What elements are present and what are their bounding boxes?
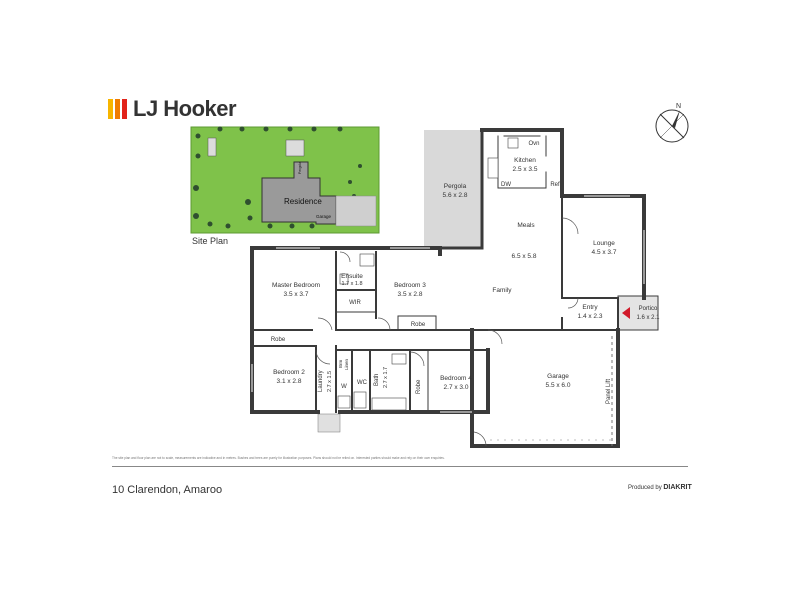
bath-basin-icon (391, 353, 407, 365)
master-bedroom-name: Master Bedroom (272, 282, 320, 289)
compass-icon: N (655, 103, 689, 143)
property-address: 10 Clarendon, Amaroo (112, 484, 223, 496)
lj-hooker-logo: LJ Hooker (108, 96, 237, 122)
footer-divider (112, 466, 688, 467)
meals-name: Meals (517, 222, 535, 229)
portico-dims: 1.6 x 2.1 (636, 315, 660, 321)
sink-icon (487, 157, 499, 179)
panel-lift-label: Panel Lift (606, 379, 612, 404)
bath-dims: 2.7 x 1.7 (383, 367, 389, 388)
ensuite-dims: 1.7 x 1.8 (341, 281, 362, 287)
producer-name: DIAKRIT (663, 484, 692, 491)
shower-icon (359, 253, 375, 267)
bedroom3-dims: 3.5 x 2.8 (398, 291, 423, 298)
pergola-dims: 5.6 x 2.8 (443, 192, 468, 199)
oven-label: Ovn (528, 141, 539, 147)
toilet-icon (353, 391, 367, 409)
entry-dims: 1.4 x 2.3 (578, 313, 603, 320)
linen-label: Linen (344, 358, 349, 370)
produced-by-text: Produced by (628, 485, 662, 491)
site-trees (193, 126, 362, 229)
bedroom2-dims: 3.1 x 2.8 (277, 378, 302, 385)
compass-north-label: N (676, 103, 681, 110)
dishwasher-label: DW (501, 182, 511, 188)
site-plan-caption: Site Plan (192, 236, 229, 246)
logo-mark (108, 99, 127, 119)
site-residence (261, 161, 337, 225)
bedroom4-robe-label: Robe (416, 379, 422, 394)
garage-dims: 5.5 x 6.0 (546, 382, 571, 389)
fridge-label: Ref (550, 182, 560, 188)
entry-name: Entry (582, 304, 598, 311)
lounge-name: Lounge (593, 240, 615, 247)
walls (250, 128, 646, 448)
entry-arrow-icon (622, 307, 630, 319)
pergola-name: Pergola (444, 183, 467, 190)
ensuite-name: Ensuite (341, 273, 363, 280)
kitchen-dims: 2.5 x 3.5 (513, 166, 538, 173)
family-name: Family (492, 287, 512, 294)
bedroom4-dims: 2.7 x 3.0 (444, 384, 469, 391)
bedroom2-name: Bedroom 2 (273, 369, 305, 376)
bedroom3-name: Bedroom 3 (394, 282, 426, 289)
site-pergola-label: Pergola (298, 162, 302, 174)
site-residence-label: Residence (284, 197, 322, 206)
master-bedroom-dims: 3.5 x 3.7 (284, 291, 309, 298)
cooktop-icon (507, 137, 519, 149)
disclaimer: The site plan and floor plan are not to … (112, 456, 445, 460)
broom-label: Brm (338, 360, 343, 369)
pergola-area (424, 130, 482, 248)
fixtures (337, 137, 519, 411)
produced-by: Produced by DIAKRIT (628, 484, 692, 491)
fixture-labels: Ovn DW Ref WIR Robe Robe WC W (271, 141, 560, 390)
logo-text: LJ Hooker (133, 96, 237, 121)
site-plan: Residence Garage Pergola (190, 126, 380, 234)
windows (251, 195, 645, 413)
garage-name: Garage (547, 373, 569, 380)
room-labels: Pergola 5.6 x 2.8 Kitchen 2.5 x 3.5 Meal… (272, 157, 660, 391)
laundry-dims: 2.7 x 1.5 (327, 371, 333, 392)
bedroom3-robe-label: Robe (411, 322, 426, 328)
laundry-step (317, 413, 341, 433)
portico-name: Portico (639, 306, 658, 312)
door-swings (315, 217, 579, 447)
bathtub-icon (371, 397, 407, 411)
bedroom4-name: Bedroom 4 (440, 375, 472, 382)
bedroom2-robe-label: Robe (271, 337, 286, 343)
family-dims: 6.5 x 5.8 (512, 253, 537, 260)
washer-label: W (341, 384, 347, 390)
bath-name: Bath (374, 374, 380, 386)
ensuite-basin-icon (339, 273, 349, 285)
laundry-tub-icon (337, 395, 351, 409)
wir-label: WIR (349, 300, 361, 306)
kitchen-name: Kitchen (514, 157, 536, 164)
site-garage-label: Garage (316, 214, 332, 219)
laundry-name: Laundry (318, 370, 324, 392)
lounge-dims: 4.5 x 3.7 (592, 249, 617, 256)
wc-label: WC (357, 380, 368, 386)
site-driveway (335, 195, 377, 227)
